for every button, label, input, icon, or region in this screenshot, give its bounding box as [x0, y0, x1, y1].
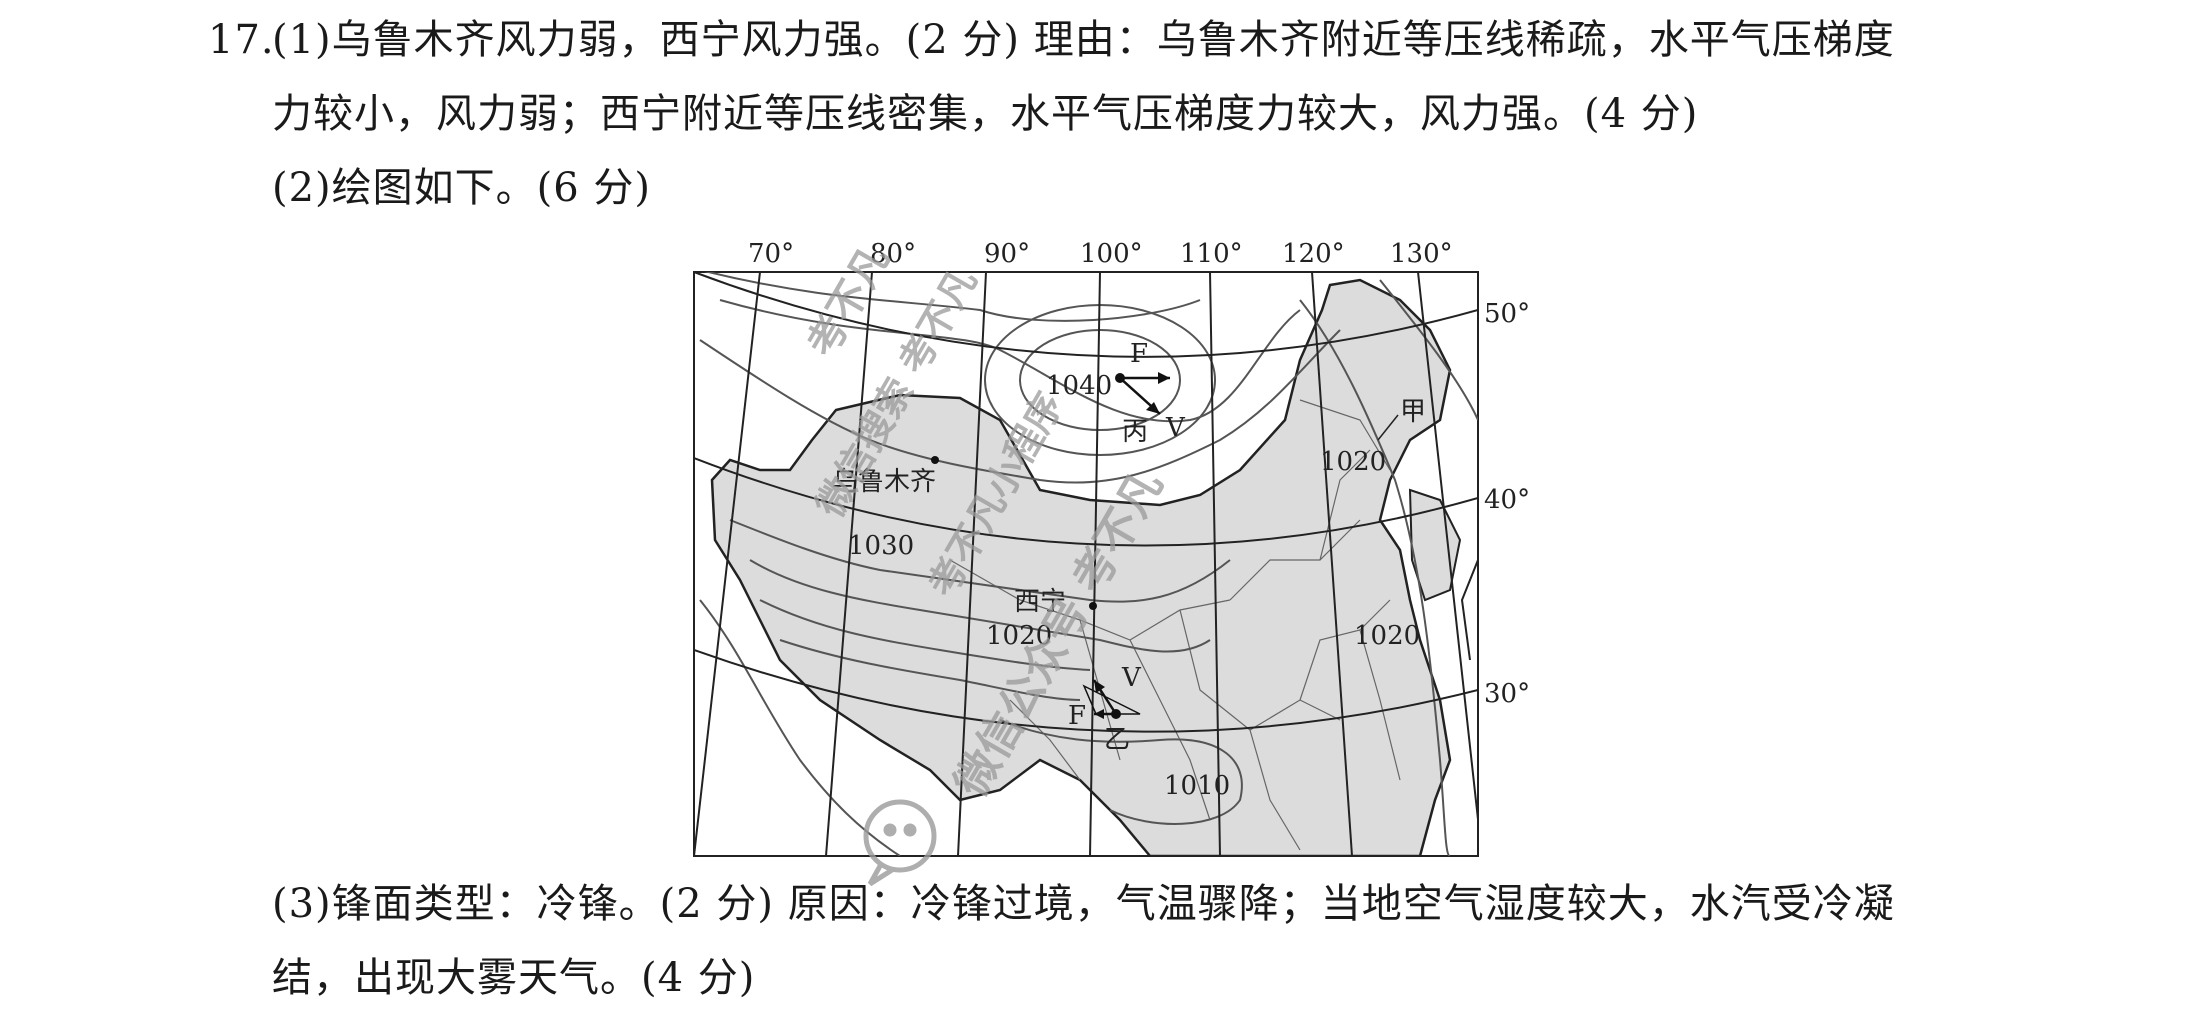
point-bing-label: 丙 [1122, 417, 1148, 447]
lon-label-80: 80° [870, 239, 916, 269]
part1-line2: 力较小，风力弱；西宁附近等压线密集，水平气压梯度力较大，风力强。(4 分) [272, 91, 1699, 137]
bing-force-label: F [1130, 339, 1148, 369]
lon-label-110: 110° [1180, 239, 1243, 269]
part3-line1: (3)锋面类型：冷锋。(2 分) 原因：冷锋过境，气温骤降；当地空气湿度较大，水… [272, 881, 1895, 927]
urumqi-dot [931, 456, 939, 464]
isobar-lines [699, 272, 1478, 856]
lon-label-90: 90° [984, 239, 1030, 269]
isobar-labels: 1040 1030 1020 1020 1020 1010 [848, 371, 1420, 801]
lon-label-120: 120° [1282, 239, 1345, 269]
china-land-fill [710, 278, 1452, 856]
isobar-label-1040: 1040 [1046, 371, 1112, 401]
bing-wind-arrowhead [1146, 402, 1160, 414]
urumqi-label: 乌鲁木齐 [832, 467, 936, 497]
yi-wind-arrowhead [1094, 680, 1105, 693]
isobar-label-1010: 1010 [1164, 771, 1230, 801]
isobar-label-1030: 1030 [848, 531, 914, 561]
longitude-labels: 70° 80° 90° 100° 110° 120° 130° [748, 239, 1453, 269]
q-number: 17. [208, 17, 275, 63]
isobar-label-1020-west: 1020 [986, 621, 1052, 651]
isobar-label-1020-east: 1020 [1354, 621, 1420, 651]
bing-force-arrowhead [1158, 372, 1170, 384]
point-jia-label: 甲 [1400, 397, 1426, 427]
lat-label-30: 30° [1484, 679, 1530, 709]
lat-label-50: 50° [1484, 299, 1530, 329]
lon-label-70: 70° [748, 239, 794, 269]
point-yi-label: 乙 [1104, 725, 1130, 755]
lat-label-40: 40° [1484, 485, 1530, 515]
lon-label-100: 100° [1080, 239, 1143, 269]
part2-heading: (2)绘图如下。(6 分) [272, 165, 652, 211]
parallels [694, 272, 1478, 733]
yi-front-triangle [1082, 684, 1141, 715]
meridians [694, 272, 1478, 856]
part3-line2: 结，出现大雾天气。(4 分) [272, 955, 756, 1001]
province-borders [949, 399, 1401, 851]
lon-label-130: 130° [1390, 239, 1453, 269]
xining-dot [1089, 602, 1097, 610]
part1-line1: (1)乌鲁木齐风力弱，西宁风力强。(2 分) 理由：乌鲁木齐附近等压线稀疏，水平… [272, 17, 1895, 63]
yi-force-label: F [1068, 701, 1086, 731]
bing-wind-label: V [1165, 413, 1186, 443]
latitude-labels: 50° 40° 30° [1484, 299, 1530, 709]
yi-wind-label: V [1121, 663, 1142, 693]
jia-leader-line [1377, 414, 1399, 441]
korea-outline [1408, 488, 1462, 602]
isobar-label-1020-northeast: 1020 [1320, 447, 1386, 477]
wechat-icon [863, 799, 937, 887]
xining-label: 西宁 [1014, 587, 1066, 617]
japan-outline [1460, 559, 1478, 661]
